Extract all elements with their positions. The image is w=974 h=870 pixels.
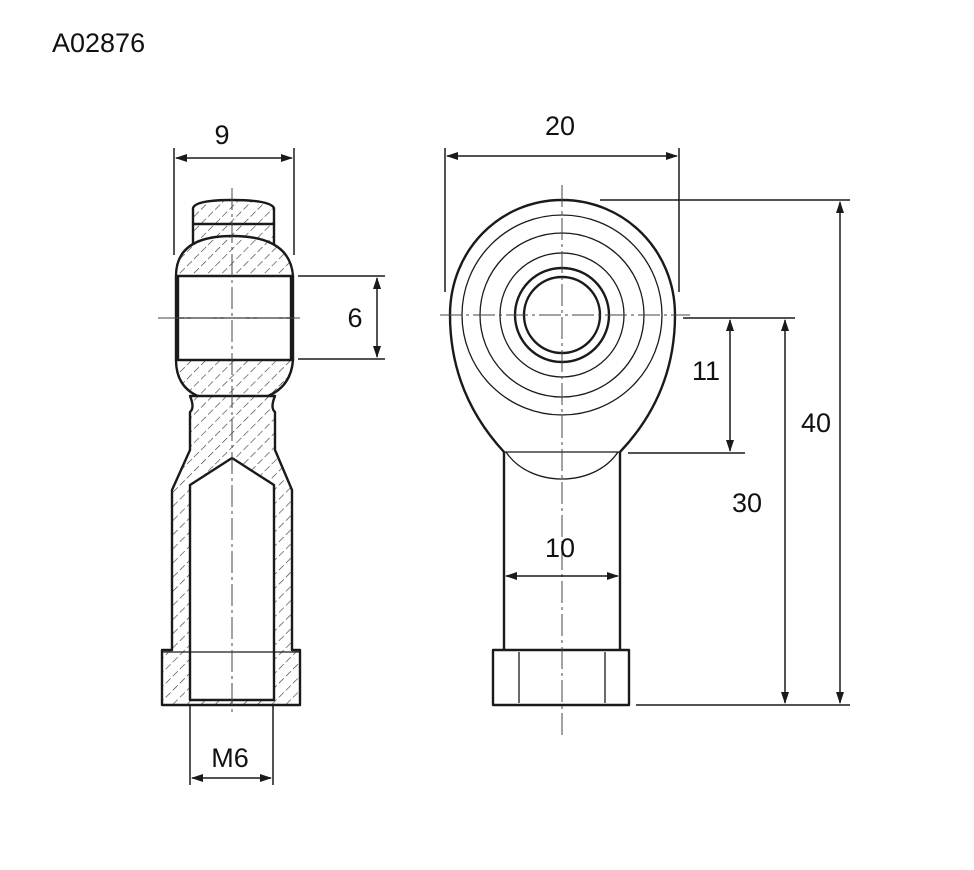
dim-bore: 6: [298, 275, 385, 360]
dim-eye-offset: 11: [628, 317, 795, 454]
dim-total-length: 40: [600, 199, 850, 706]
shank-saddle: [505, 451, 619, 480]
bore-outer-circle: [513, 266, 611, 364]
dim-head-width: 20: [444, 111, 680, 292]
dim-total-length-label: 40: [801, 408, 831, 438]
front-shank: [502, 452, 622, 650]
dim-shank-width-label: 10: [545, 533, 575, 563]
dim-center-to-end: 30: [732, 319, 789, 704]
hex-base: [491, 648, 631, 707]
dim-thread: M6: [189, 705, 274, 785]
dim-center-to-end-label: 30: [732, 488, 762, 518]
dim-thread-label: M6: [211, 743, 249, 773]
dim-bore-label: 6: [347, 303, 362, 333]
dim-shank-width: 10: [505, 533, 619, 580]
dim-head-width-label: 20: [545, 111, 575, 141]
dim-eye-offset-label: 11: [692, 356, 720, 386]
part-number: A02876: [52, 28, 146, 58]
dim-ball-width-label: 9: [214, 120, 229, 150]
dim-ball-width: 9: [173, 120, 295, 255]
side-view: [160, 198, 302, 707]
